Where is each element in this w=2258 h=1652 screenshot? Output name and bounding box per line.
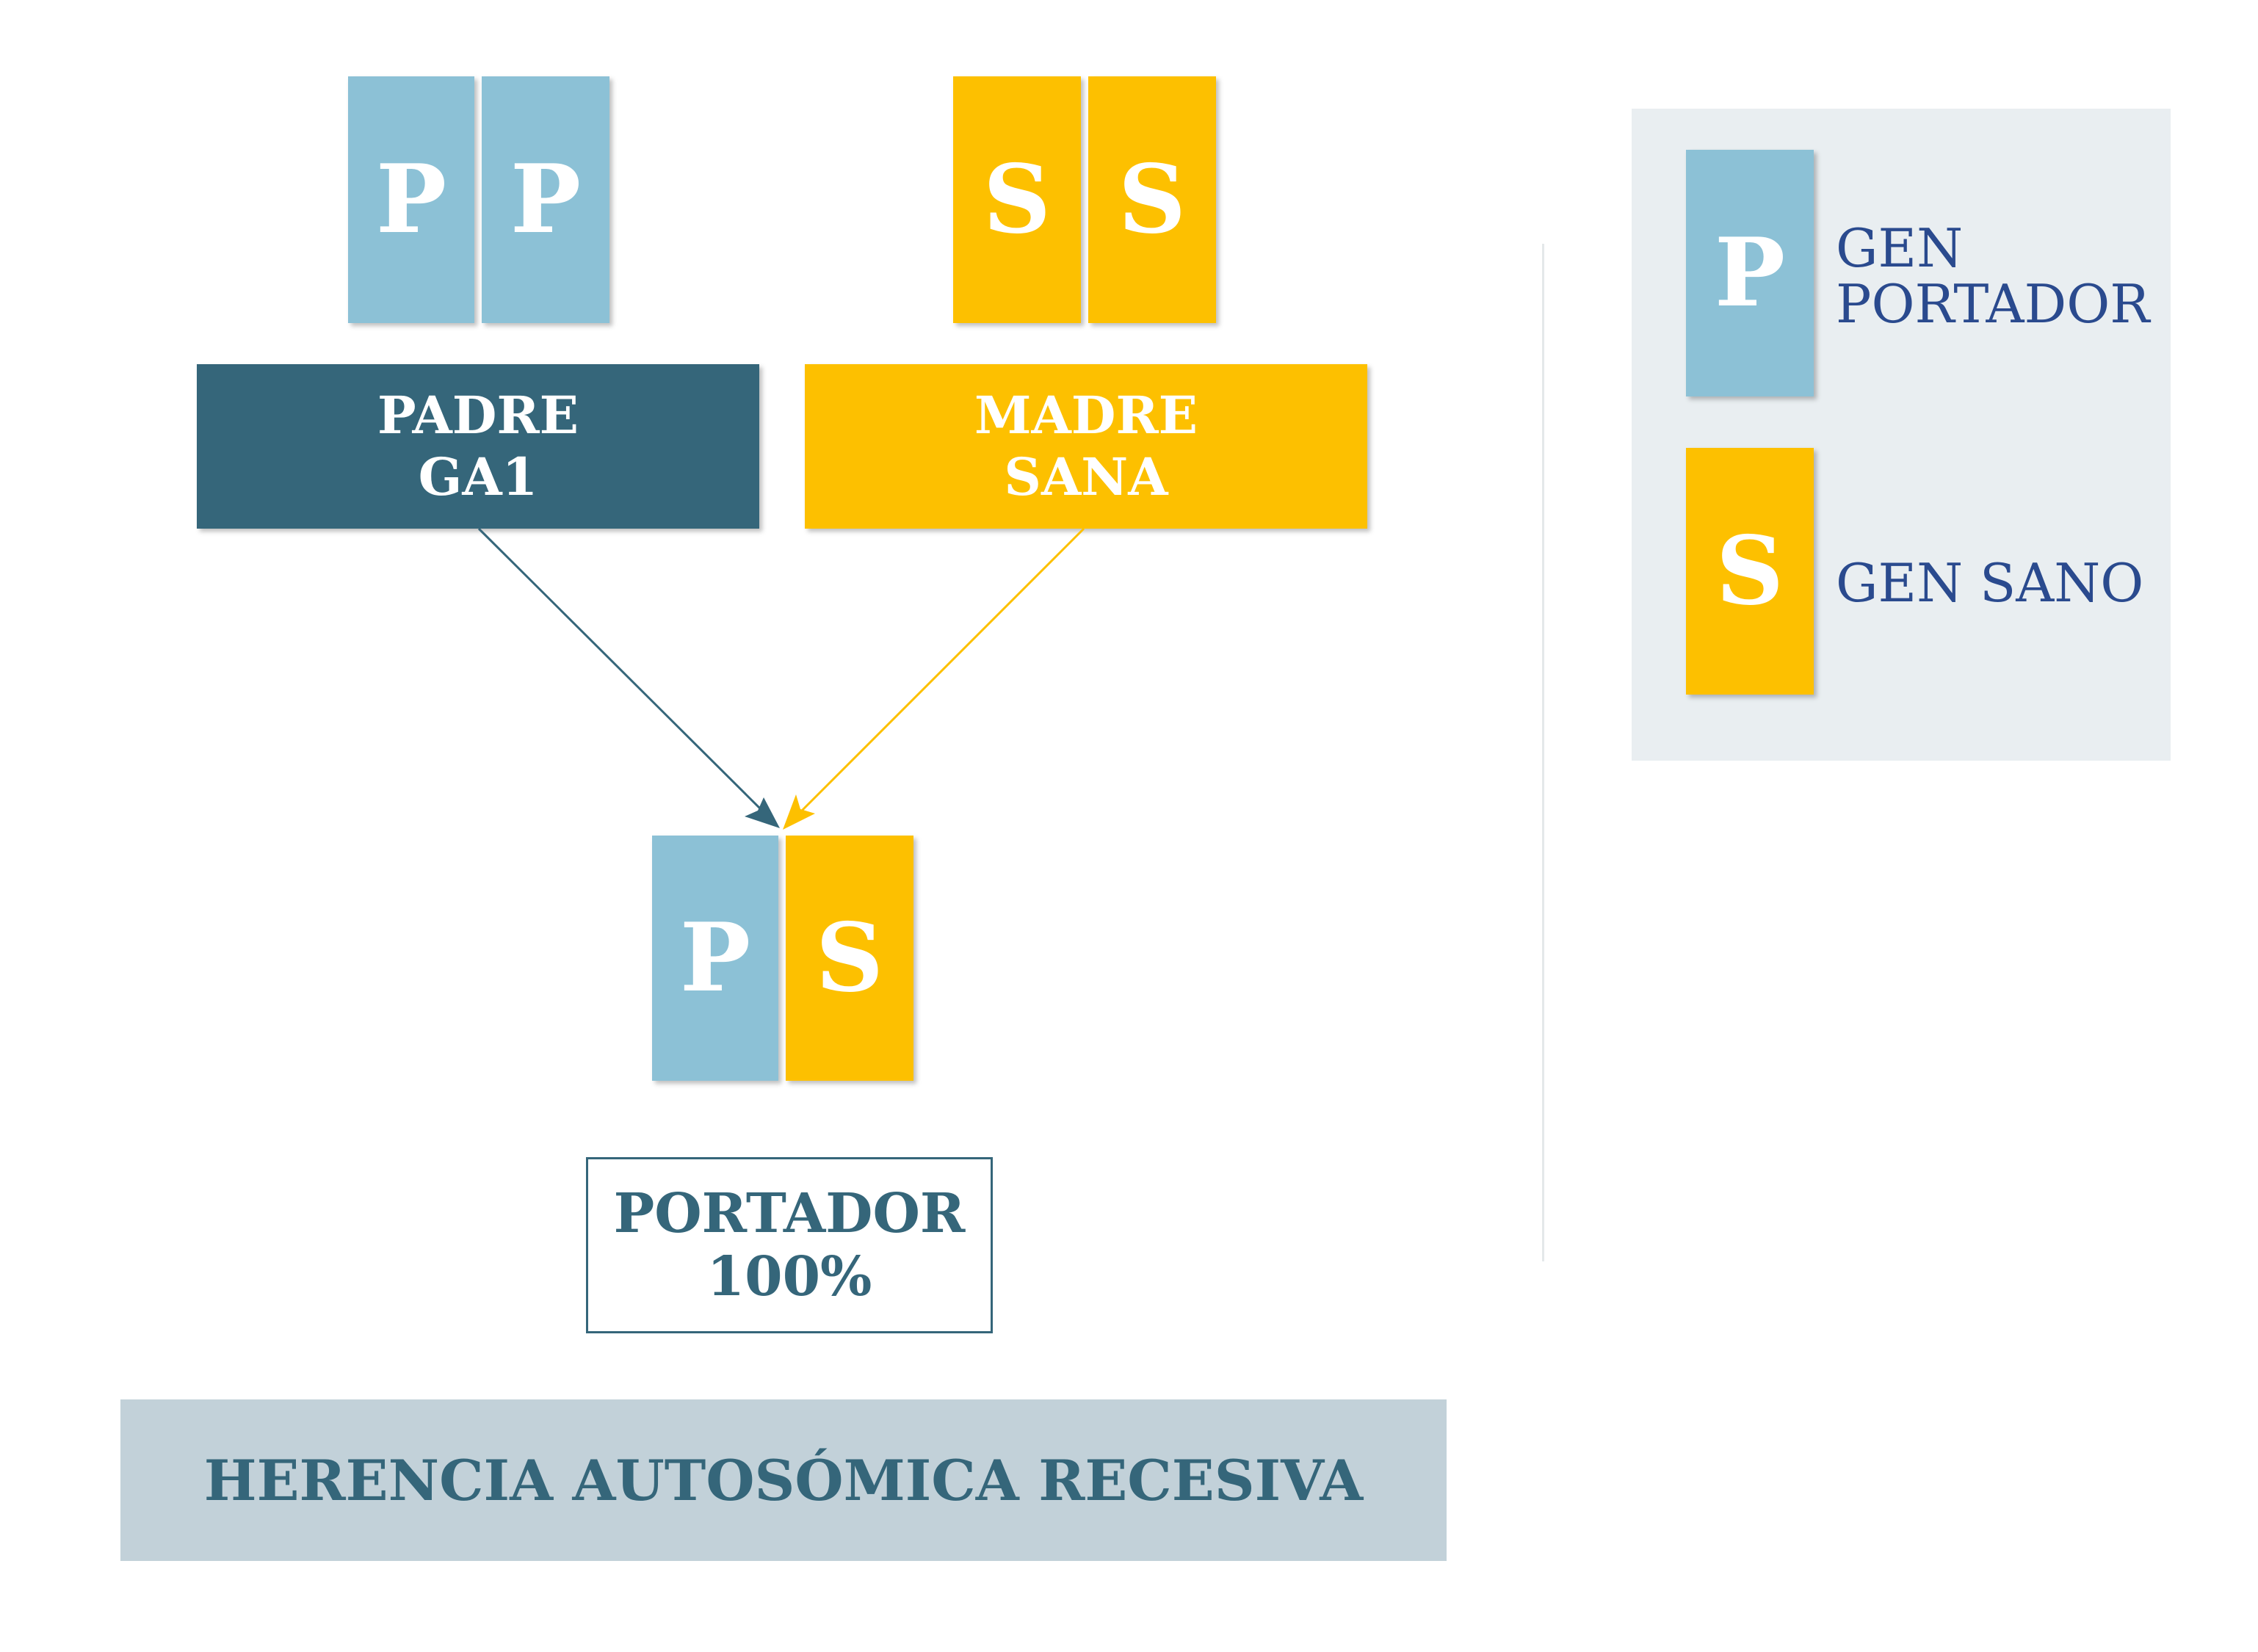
result-box: PORTADOR 100% — [586, 1157, 993, 1333]
legend-carrier-line2: PORTADOR — [1836, 273, 2150, 335]
father-gene-1: P — [348, 76, 474, 323]
vertical-divider — [1542, 244, 1544, 1261]
result-line2: 100% — [706, 1245, 872, 1308]
result-line1: PORTADOR — [613, 1182, 966, 1245]
child-gene-2: S — [786, 836, 913, 1081]
child-gene-1: P — [652, 836, 778, 1081]
legend-healthy-gene: S — [1686, 448, 1814, 695]
mother-arrowhead — [783, 794, 815, 830]
father-gene-2: P — [482, 76, 609, 323]
father-arrowhead — [745, 797, 780, 828]
father-label-line2: GA1 — [418, 446, 538, 507]
legend-carrier-label: GEN PORTADOR — [1836, 220, 2149, 332]
mother-arrow — [792, 527, 1085, 821]
mother-label-line1: MADRE — [974, 385, 1198, 446]
mother-label-line2: SANA — [1004, 446, 1168, 507]
mother-gene-2: S — [1088, 76, 1216, 323]
legend-healthy-text: GEN SANO — [1836, 552, 2144, 614]
mother-box: MADRE SANA — [805, 364, 1367, 529]
father-arrow — [477, 527, 774, 822]
mother-gene-1: S — [953, 76, 1081, 323]
father-box: PADRE GA1 — [197, 364, 759, 529]
legend-carrier-gene: P — [1686, 150, 1814, 396]
legend-healthy-label: GEN SANO — [1836, 555, 2143, 611]
father-label-line1: PADRE — [377, 385, 579, 446]
title-bar: HERENCIA AUTOSÓMICA RECESIVA — [120, 1399, 1447, 1561]
diagram-title: HERENCIA AUTOSÓMICA RECESIVA — [203, 1447, 1364, 1513]
legend-carrier-line1: GEN — [1836, 217, 1964, 279]
